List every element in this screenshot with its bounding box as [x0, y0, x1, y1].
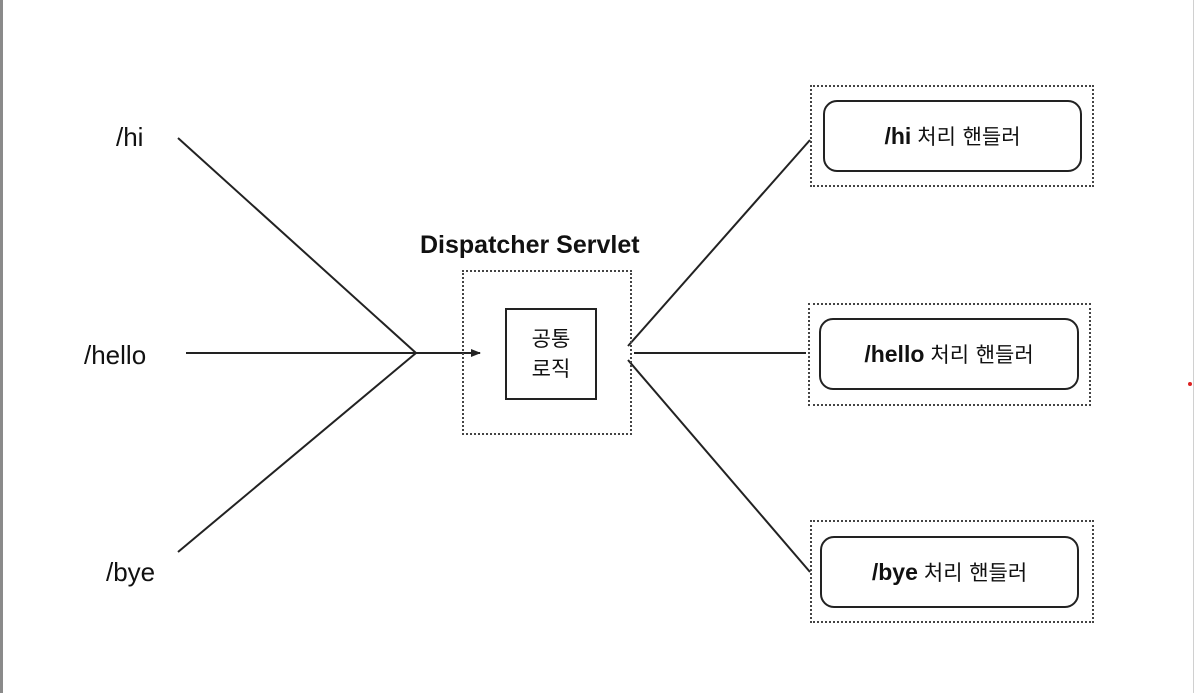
bye-handler-box: /bye 처리 핸들러 [820, 536, 1079, 608]
hi-handler-label: 처리 핸들러 [917, 125, 1021, 149]
request-path-hi: /hi [116, 122, 144, 152]
hi-handler-path: /hi [884, 122, 912, 149]
bye-handler-path: /bye [871, 558, 918, 585]
common-logic-box: 공통 로직 [505, 308, 597, 400]
line-bye-to-junction [177, 352, 417, 553]
line-hi-to-junction [177, 137, 417, 354]
hello-handler-path: /hello [864, 340, 925, 367]
hello-handler-frame [808, 303, 1091, 406]
dispatcher-servlet-title: Dispatcher Servlet [420, 231, 640, 259]
bye-handler-frame [810, 520, 1094, 623]
line-to-bye-handler [627, 359, 811, 573]
hi-handler-box: /hi 처리 핸들러 [823, 100, 1082, 172]
hello-handler-box: /hello 처리 핸들러 [819, 318, 1079, 390]
line-to-hi-handler [627, 139, 811, 347]
hello-handler-label: 처리 핸들러 [930, 343, 1034, 367]
window-left-border [0, 0, 3, 693]
request-path-hello: /hello [84, 340, 147, 370]
dispatcher-servlet-box [462, 270, 632, 435]
request-path-bye: /bye [106, 557, 156, 587]
red-marker-dot [1188, 382, 1192, 386]
hi-handler-frame [810, 85, 1094, 187]
common-logic-label: 공통 로직 [531, 327, 571, 381]
bye-handler-label: 처리 핸들러 [923, 561, 1028, 585]
